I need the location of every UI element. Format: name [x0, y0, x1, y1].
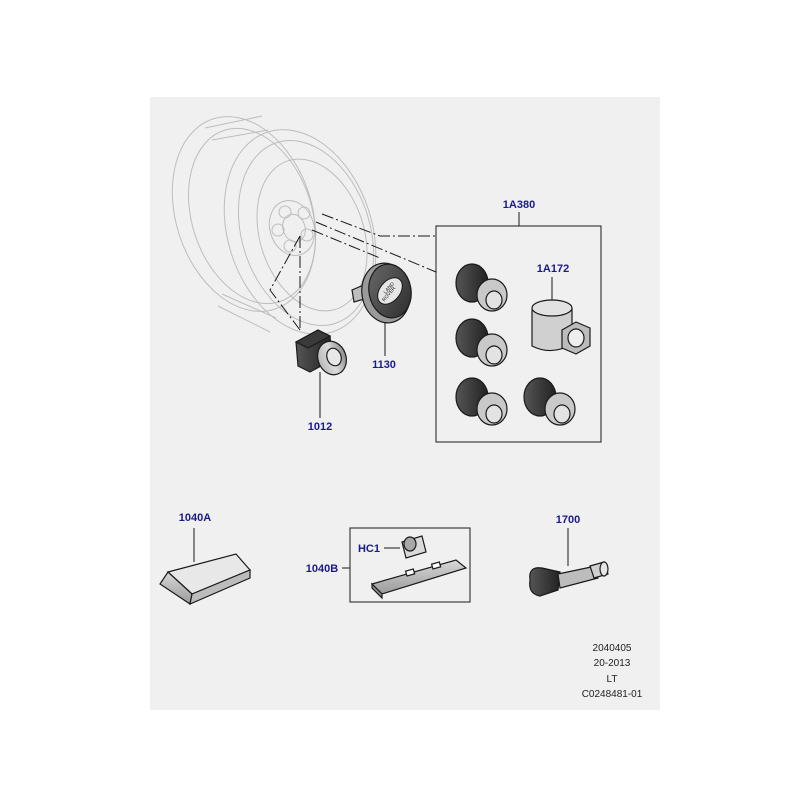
callout-1040B: 1040B	[306, 563, 338, 575]
locking-nut-2	[455, 318, 508, 367]
callout-1A380: 1A380	[503, 199, 535, 211]
balance-weight-1040A	[159, 528, 252, 606]
callout-1012: 1012	[308, 421, 332, 433]
locking-nut-1	[455, 263, 508, 312]
drawing-code-line4: C0248481-01	[582, 689, 643, 700]
callout-1040A: 1040A	[179, 512, 211, 524]
assembly-dash-lines	[269, 213, 437, 331]
wheel-rim-drawing	[171, 115, 377, 335]
adhesive-weight-strip	[370, 559, 468, 600]
locking-nut-kit-1A380	[435, 212, 602, 443]
locking-key-1A172	[531, 277, 591, 355]
locking-nut-3	[455, 377, 508, 426]
drawing-code-line1: 2040405	[593, 643, 632, 654]
centre-cap-1130: LAND ROVER	[351, 262, 412, 356]
weight-kit-1040B	[342, 527, 471, 603]
drawing-sheet	[150, 97, 660, 710]
hc1-clip	[384, 535, 427, 559]
callout-HC1: HC1	[358, 543, 380, 555]
callout-1130: 1130	[372, 359, 396, 371]
callout-1A172: 1A172	[537, 263, 569, 275]
drawing-code-line3: LT	[607, 674, 618, 685]
locking-nut-4	[523, 377, 576, 426]
drawing-code-line2: 20-2013	[594, 658, 631, 669]
tyre-valve-1700	[529, 528, 609, 597]
wheel-nut-1012	[294, 329, 347, 418]
callout-1700: 1700	[556, 514, 580, 526]
